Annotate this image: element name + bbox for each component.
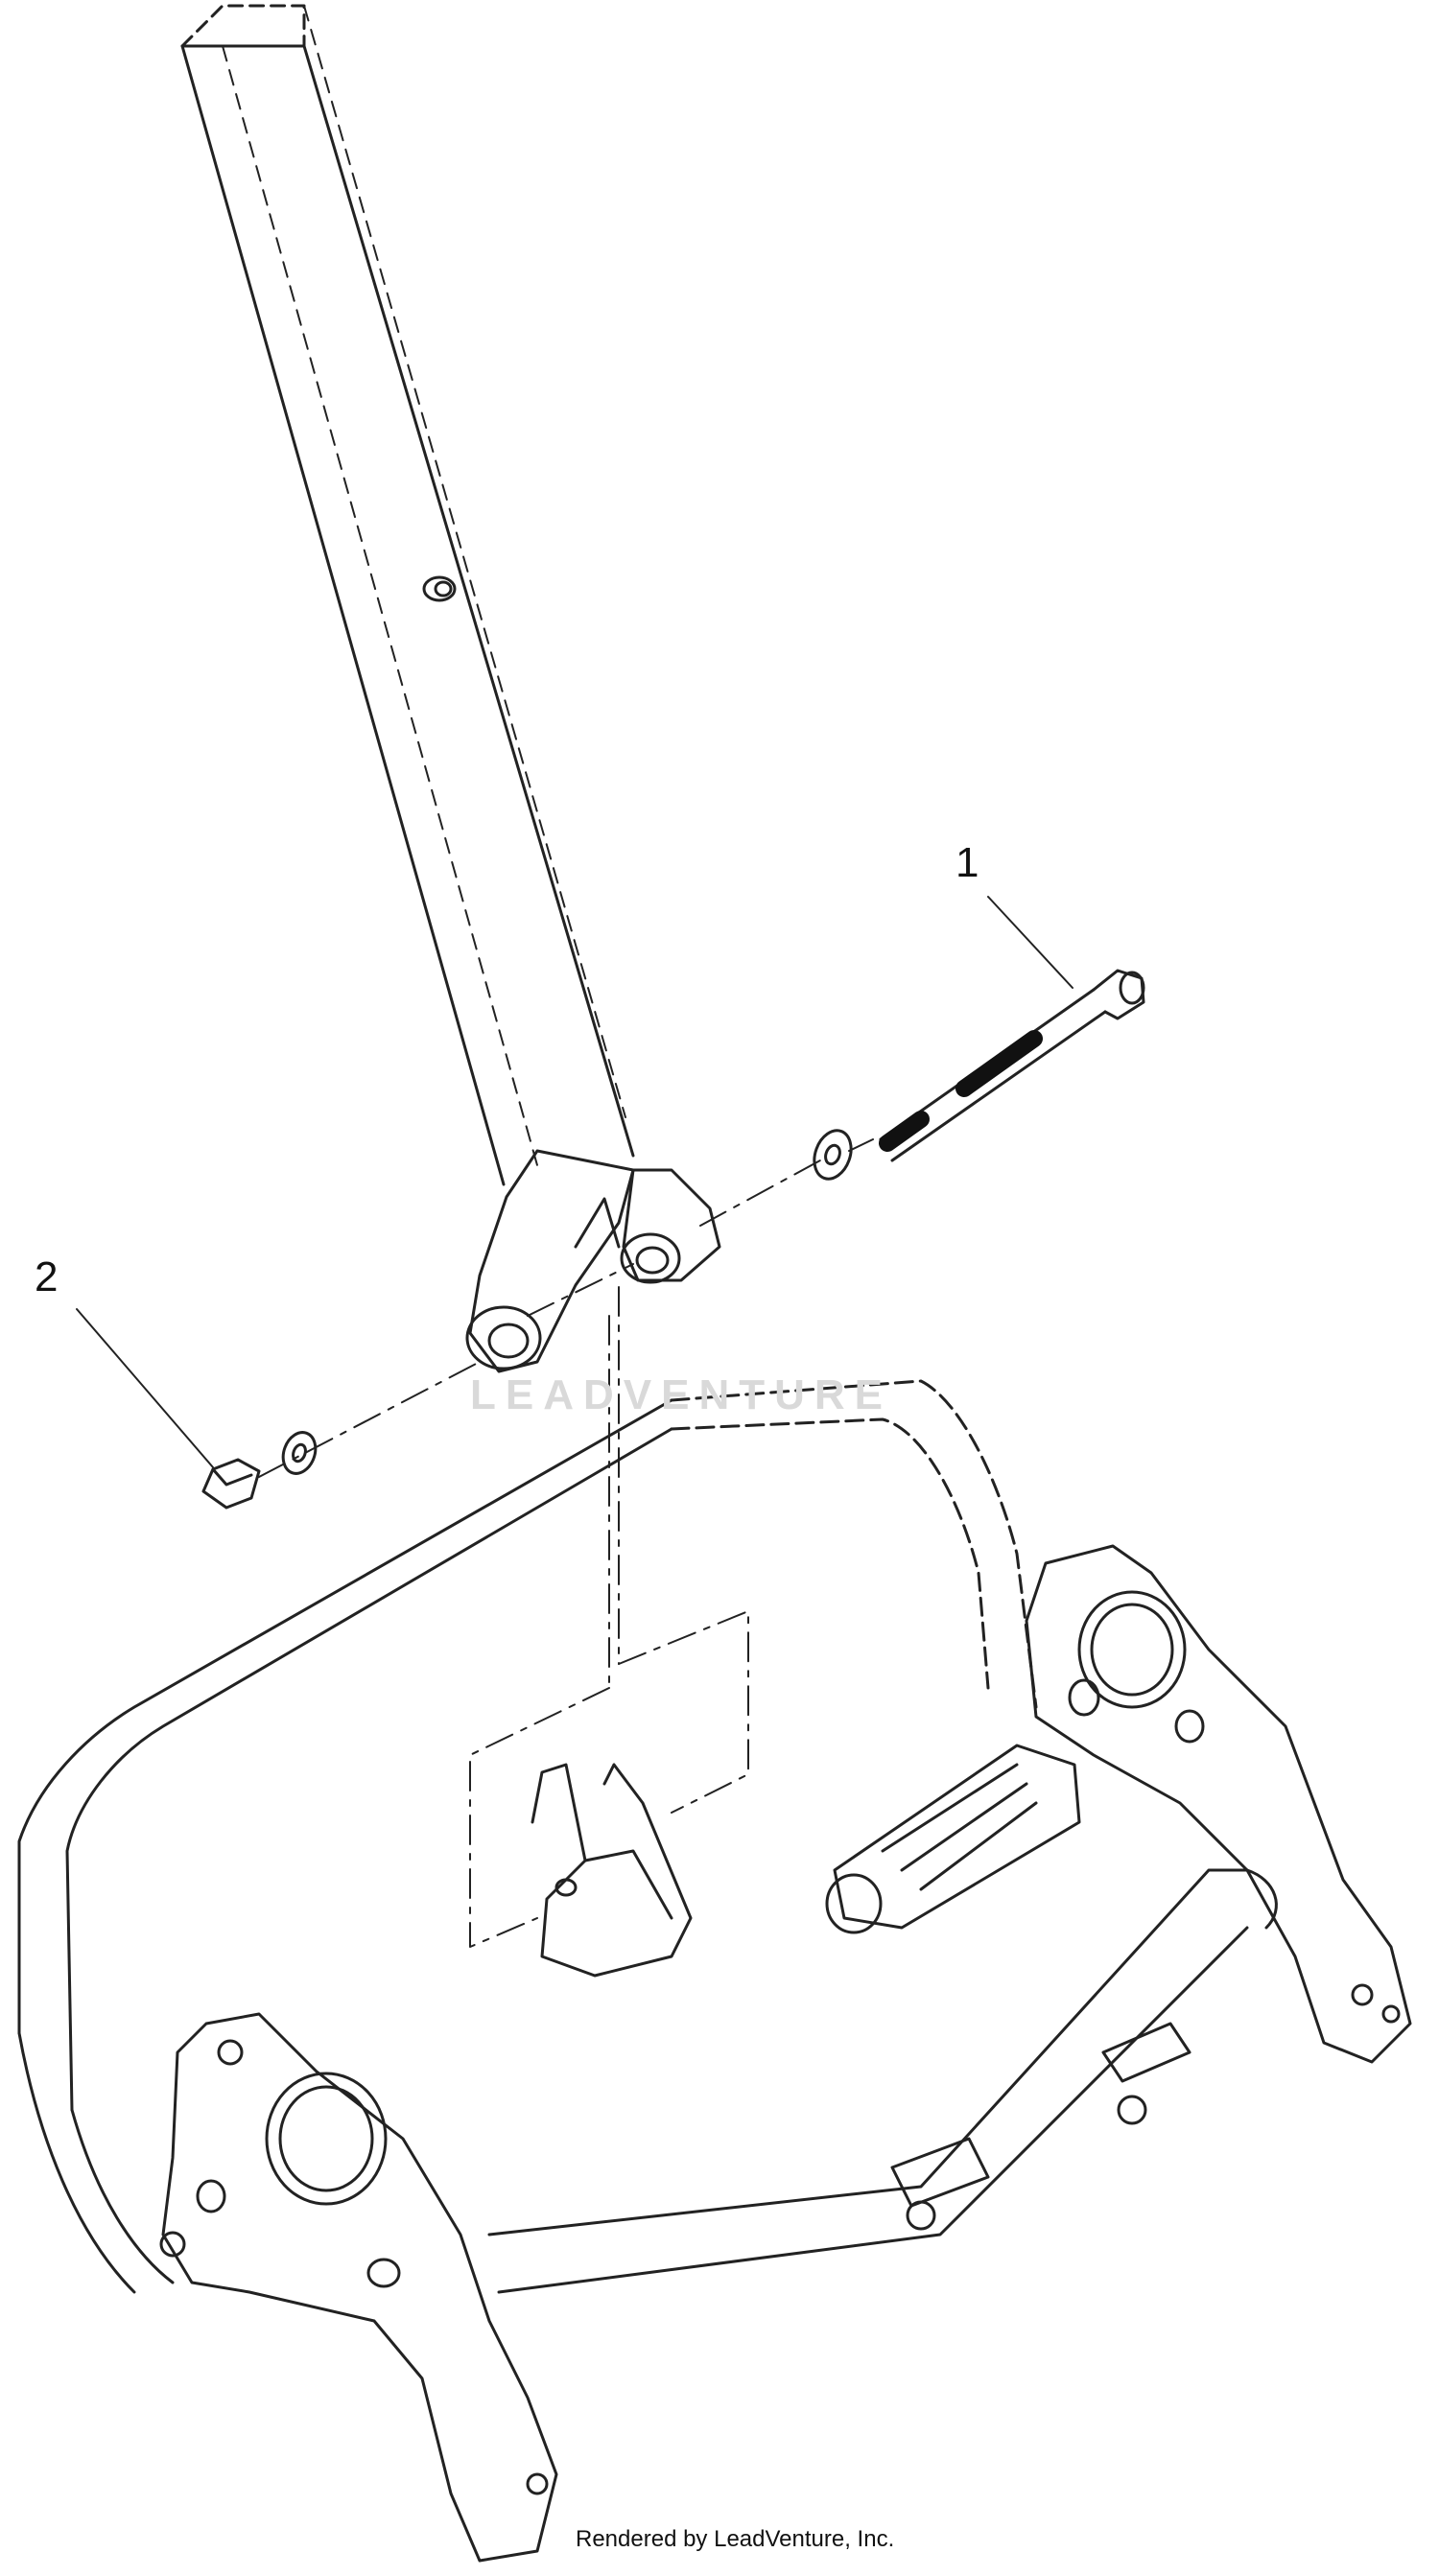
clamp-bracket-1 [1101, 2022, 1191, 2125]
assembly-centerline [258, 1138, 874, 1689]
center-mount-bracket [531, 1763, 693, 1978]
watermark-text: LEADVENTURE [470, 1371, 893, 1418]
callout-1-leader [987, 896, 1073, 989]
callout-1-label: 1 [955, 839, 979, 886]
nut-part-2 [201, 1458, 261, 1510]
callout-2-label: 2 [35, 1253, 59, 1300]
bolt-part-1 [879, 969, 1145, 1162]
clamp-bracket-2 [890, 2137, 990, 2231]
footer-credit: Rendered by LeadVenture, Inc. [576, 2526, 895, 2552]
washer-left [281, 1431, 318, 1475]
callout-2-leader [76, 1308, 214, 1468]
bolt-thread [879, 1030, 1043, 1152]
handle-tube [180, 4, 635, 1186]
washer-right [813, 1129, 853, 1181]
handle-pivot-bracket [465, 1149, 721, 1373]
side-plate-left [159, 2012, 558, 2563]
dashed-mount-outline [469, 1610, 749, 1948]
frame-tube [17, 1379, 1278, 2294]
side-plate-right [1025, 1544, 1412, 2064]
axle [825, 1744, 1081, 1934]
